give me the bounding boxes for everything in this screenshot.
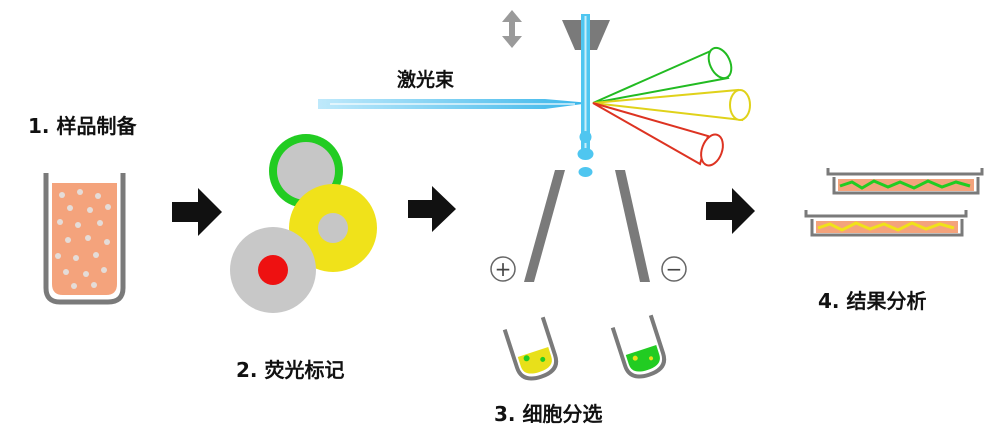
scatter-cone-green <box>592 46 733 104</box>
deflection-plate-right <box>615 170 650 282</box>
positive-electrode-label: + <box>495 257 512 281</box>
positive-electrode: + <box>490 256 516 282</box>
step-3-label: 3. 细胞分选 <box>494 402 603 426</box>
step-2-label: 2. 荧光标记 <box>236 358 345 382</box>
scatter-cone-red <box>592 102 724 167</box>
step-4-label: 4. 结果分析 <box>818 289 927 313</box>
result-dish-top <box>826 168 984 195</box>
laser-beam-label: 激光束 <box>397 69 455 91</box>
collection-tube-left <box>502 316 559 381</box>
arrow-icon <box>706 188 755 234</box>
result-dish-bottom <box>804 210 968 237</box>
laser-beam <box>318 99 590 109</box>
arrow-icon <box>408 186 456 232</box>
sample-tube <box>43 173 126 305</box>
up-down-arrow-icon <box>502 10 522 48</box>
scatter-cone-yellow <box>592 88 751 122</box>
negative-electrode-label: − <box>666 257 683 281</box>
fluid-stream <box>577 14 594 177</box>
collection-tube-right <box>610 314 667 379</box>
negative-electrode: − <box>661 256 687 282</box>
arrow-icon <box>172 188 222 236</box>
cell-red-label <box>230 227 316 313</box>
step-1-label: 1. 样品制备 <box>28 114 137 138</box>
deflection-plate-left <box>524 170 565 282</box>
